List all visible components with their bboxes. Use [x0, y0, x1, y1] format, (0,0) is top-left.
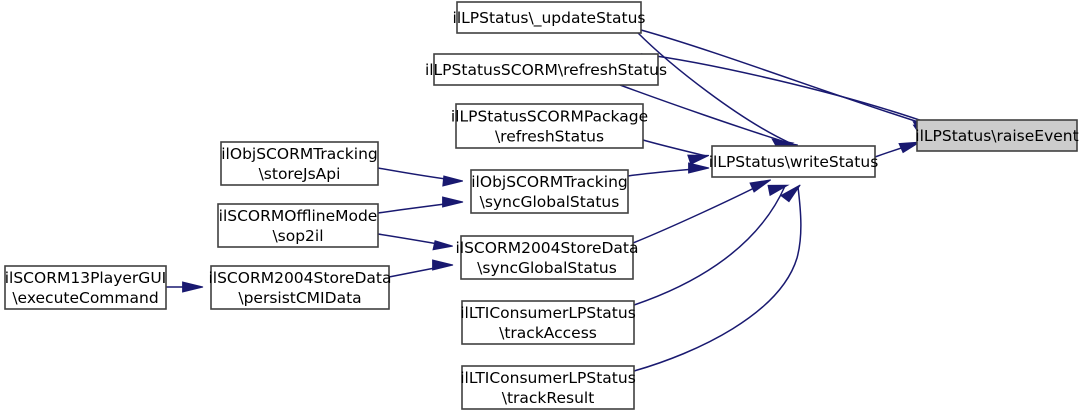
node-box[interactable] [217, 203, 379, 248]
node-ltiTrackAccess[interactable]: ilLTIConsumerLPStatus \trackAccess [460, 300, 636, 345]
node-box[interactable] [433, 53, 659, 86]
node-label-line1: ilLTIConsumerLPStatus [460, 304, 636, 322]
node-label-line2: \persistCMIData [238, 289, 361, 307]
nodes-layer: ilLPStatus\_updateStatus ilLPStatusSCORM\… [4, 1, 1079, 410]
node-label-line1: ilSCORM13PlayerGUI [5, 269, 167, 287]
arrowhead-icon [442, 175, 464, 187]
node-raiseEvent[interactable]: ilLPStatus\raiseEvent [915, 119, 1079, 152]
node-label-line2: \sop2il [272, 227, 323, 245]
arrowhead-icon [687, 154, 710, 165]
edge-scorm2004StoreDataSync-to-writeStatus [632, 179, 772, 244]
node-scormOfflineModeSop2il[interactable]: ilSCORMOfflineMode \sop2il [217, 203, 379, 248]
edge-scormOfflineModeSop2il-to-scorm2004StoreDataSync [377, 233, 453, 251]
node-label: ilLPStatus\_updateStatus [453, 9, 646, 28]
node-label-line2: \refreshStatus [495, 128, 604, 146]
node-label-line1: ilObjSCORMTracking [221, 145, 378, 163]
arrowhead-icon [898, 141, 921, 154]
node-label: ilLPStatus\writeStatus [709, 153, 879, 171]
node-box[interactable] [470, 169, 629, 214]
node-box[interactable] [220, 141, 379, 186]
node-box[interactable] [916, 119, 1078, 152]
edge-scormOfflineModeSop2il-to-objScormTrackingSync [377, 196, 464, 214]
node-box[interactable] [4, 265, 167, 310]
node-objScormTrackingSync[interactable]: ilObjSCORMTracking \syncGlobalStatus [470, 169, 629, 214]
node-label-line1: ilLPStatusSCORMPackage [451, 108, 648, 126]
node-box[interactable] [711, 145, 876, 178]
arrowhead-icon [432, 259, 454, 271]
node-label-line1: ilLTIConsumerLPStatus [460, 369, 636, 387]
arrowhead-icon [182, 281, 204, 293]
node-box[interactable] [461, 300, 635, 345]
node-label-line1: ilSCORM2004StoreData [455, 239, 638, 257]
edge-writeStatus-to-raiseEvent [874, 141, 921, 158]
edge-objScormTrackingSync-to-writeStatus [627, 162, 710, 177]
edge-updateStatus-to-writeStatus [636, 31, 795, 149]
edge-scorm2004StoreDataPersist-to-scorm2004StoreDataSync [388, 259, 454, 278]
node-label: ilLPStatusSCORM\refreshStatus [425, 61, 667, 79]
node-label-line2: \syncGlobalStatus [480, 193, 620, 211]
edge-ltiTrackAccess-to-writeStatus [633, 184, 790, 306]
node-box[interactable] [455, 103, 644, 149]
node-label-line2: \syncGlobalStatus [477, 259, 617, 277]
node-updateStatus[interactable]: ilLPStatus\_updateStatus [453, 1, 646, 34]
node-label-line1: ilObjSCORMTracking [471, 173, 628, 191]
node-objScormTrackingStoreJsApi[interactable]: ilObjSCORMTracking \storeJsApi [220, 141, 379, 186]
node-box[interactable] [461, 365, 635, 410]
node-label: ilLPStatus\raiseEvent [915, 127, 1078, 145]
edge-objScormTrackingStoreJsApi-to-objScormTrackingSync [377, 167, 464, 187]
node-box[interactable] [456, 1, 642, 34]
arrowhead-icon [442, 196, 464, 208]
node-box[interactable] [460, 235, 634, 280]
node-scorm2004StoreDataSync[interactable]: ilSCORM2004StoreData \syncGlobalStatus [455, 235, 639, 280]
edge-lpStatusScormPackageRefresh-to-writeStatus [642, 139, 710, 165]
arrowhead-icon [767, 184, 790, 197]
node-label-line1: ilSCORM2004StoreData [208, 269, 391, 287]
node-ltiTrackResult[interactable]: ilLTIConsumerLPStatus \trackResult [460, 365, 636, 410]
node-scorm2004StoreDataPersist[interactable]: ilSCORM2004StoreData \persistCMIData [208, 265, 392, 310]
node-label-line1: ilSCORMOfflineMode [219, 207, 378, 225]
edge-lpStatusScormRefresh-to-raiseEvent [640, 53, 936, 132]
arrowhead-icon [432, 240, 453, 251]
node-label-line2: \trackAccess [499, 324, 597, 342]
arrowhead-icon [688, 162, 710, 174]
node-lpStatusScormPackageRefresh[interactable]: ilLPStatusSCORMPackage \refreshStatus [451, 103, 648, 149]
arrowhead-icon [780, 184, 801, 203]
node-label-line2: \executeCommand [12, 289, 158, 307]
arrowhead-icon [749, 179, 772, 193]
edge-ltiTrackResult-to-writeStatus [633, 184, 802, 372]
node-scorm13PlayerGuiExecute[interactable]: ilSCORM13PlayerGUI \executeCommand [4, 265, 167, 310]
node-writeStatus[interactable]: ilLPStatus\writeStatus [709, 145, 879, 178]
node-lpStatusScormRefresh[interactable]: ilLPStatusSCORM\refreshStatus [425, 53, 667, 86]
node-label-line2: \trackResult [502, 389, 595, 407]
node-box[interactable] [210, 265, 390, 310]
node-label-line2: \storeJsApi [259, 165, 341, 183]
edge-scorm13PlayerGuiExecute-to-scorm2004StoreDataPersist [166, 281, 204, 293]
